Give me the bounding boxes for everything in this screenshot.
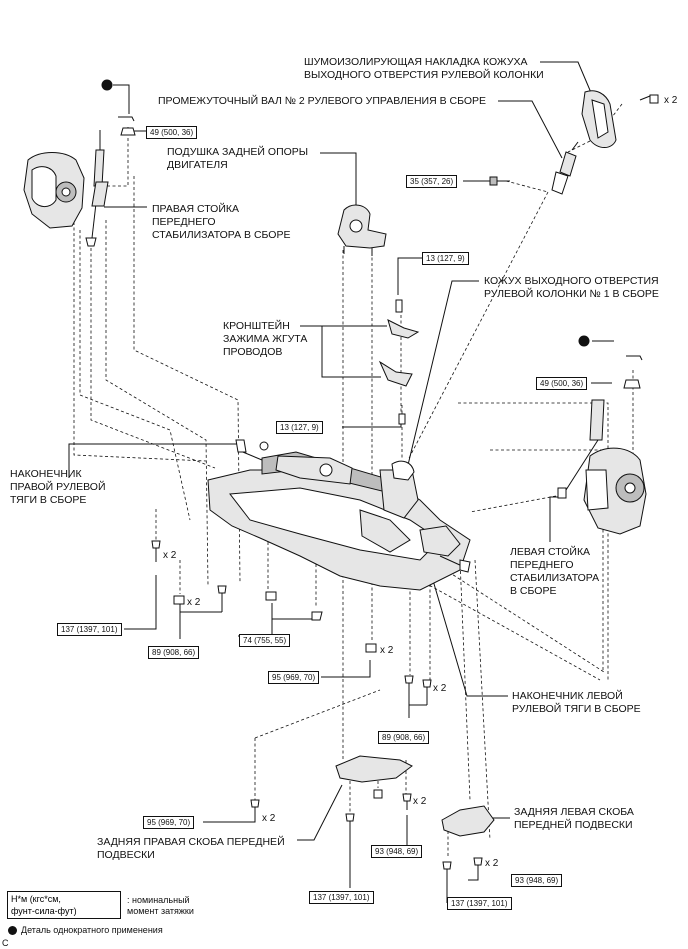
- rh-knuckle-assembly: [23, 130, 109, 247]
- label-lh-rear-brace: ЗАДНЯЯ ЛЕВАЯ СКОБА ПЕРЕДНЕЙ ПОДВЕСКИ: [514, 806, 634, 831]
- torque-box: 95 (969, 70): [268, 671, 320, 684]
- subframe-steering-gear: [207, 439, 471, 591]
- torque-box: 95 (969, 70): [143, 816, 195, 829]
- legend-units-box: Н*м (кгс*см, фунт-сила-фут): [7, 891, 121, 919]
- intermediate-shaft: [489, 141, 579, 195]
- engine-mount-cushion: [337, 204, 387, 256]
- torque-box: 13 (127, 9): [422, 252, 469, 265]
- torque-box: 13 (127, 9): [276, 421, 323, 434]
- rh-rear-brace: [250, 755, 413, 836]
- torque-box: 35 (357, 26): [406, 175, 458, 188]
- label-soundproof-cover: ШУМОИЗОЛИРУЮЩАЯ НАКЛАДКА КОЖУХА ВЫХОДНОГ…: [304, 56, 544, 81]
- legend-units-desc: : номинальный момент затяжки: [127, 895, 194, 916]
- multiplier: x 2: [163, 550, 177, 561]
- torque-box: 89 (908, 66): [148, 646, 200, 659]
- wire-clamp-bracket: [378, 299, 420, 425]
- soundproof-cover: [581, 90, 659, 148]
- label-rh-tie-rod-end: НАКОНЕЧНИК ПРАВОЙ РУЛЕВОЙ ТЯГИ В СБОРЕ: [10, 468, 106, 506]
- single-use-icon: [8, 926, 17, 935]
- multiplier: x 2: [380, 645, 394, 656]
- multiplier: x 2: [485, 858, 499, 869]
- torque-box: 93 (948, 69): [511, 874, 563, 887]
- label-lh-tie-rod-end: НАКОНЕЧНИК ЛЕВОЙ РУЛЕВОЙ ТЯГИ В СБОРЕ: [512, 690, 641, 715]
- label-lh-stabilizer-link: ЛЕВАЯ СТОЙКА ПЕРЕДНЕГО СТАБИЛИЗАТОРА В С…: [510, 546, 600, 597]
- fasteners: [151, 540, 432, 698]
- lh-knuckle-assembly: [557, 335, 647, 535]
- torque-box: 93 (948, 69): [371, 845, 423, 858]
- multiplier: x 2: [413, 796, 427, 807]
- legend-units: Н*м (кгс*см, фунт-сила-фут): [11, 894, 77, 916]
- corner-mark: C: [2, 938, 9, 948]
- torque-box: 137 (1397, 101): [447, 897, 512, 910]
- multiplier: x 2: [187, 597, 201, 608]
- torque-box: 49 (500, 36): [536, 377, 588, 390]
- torque-box: 74 (755, 55): [239, 634, 291, 647]
- legend-single-use: Деталь однократного применения: [21, 925, 163, 935]
- label-wire-clamp-bracket: КРОНШТЕЙН ЗАЖИМА ЖГУТА ПРОВОДОВ: [223, 320, 308, 358]
- label-rh-rear-brace: ЗАДНЯЯ ПРАВАЯ СКОБА ПЕРЕДНЕЙ ПОДВЕСКИ: [97, 836, 285, 861]
- torque-box: 137 (1397, 101): [57, 623, 122, 636]
- lh-rear-brace: [441, 805, 495, 884]
- cotter-pin-left: [118, 116, 136, 136]
- label-rh-stabilizer-link: ПРАВАЯ СТОЙКА ПЕРЕДНЕГО СТАБИЛИЗАТОРА В …: [152, 203, 291, 241]
- torque-box: 137 (1397, 101): [309, 891, 374, 904]
- torque-box: 89 (908, 66): [378, 731, 430, 744]
- label-intermediate-shaft: ПРОМЕЖУТОЧНЫЙ ВАЛ № 2 РУЛЕВОГО УПРАВЛЕНИ…: [158, 95, 487, 107]
- label-rear-mount-cushion: ПОДУШКА ЗАДНЕЙ ОПОРЫ ДВИГАТЕЛЯ: [167, 146, 309, 171]
- multiplier: x 2: [262, 813, 276, 824]
- torque-box: 49 (500, 36): [146, 126, 198, 139]
- multiplier: x 2: [433, 683, 447, 694]
- label-column-hole-cover: КОЖУХ ВЫХОДНОГО ОТВЕРСТИЯ РУЛЕВОЙ КОЛОНК…: [484, 275, 659, 300]
- multiplier: x 2: [664, 95, 678, 106]
- single-use-marker: [101, 79, 113, 91]
